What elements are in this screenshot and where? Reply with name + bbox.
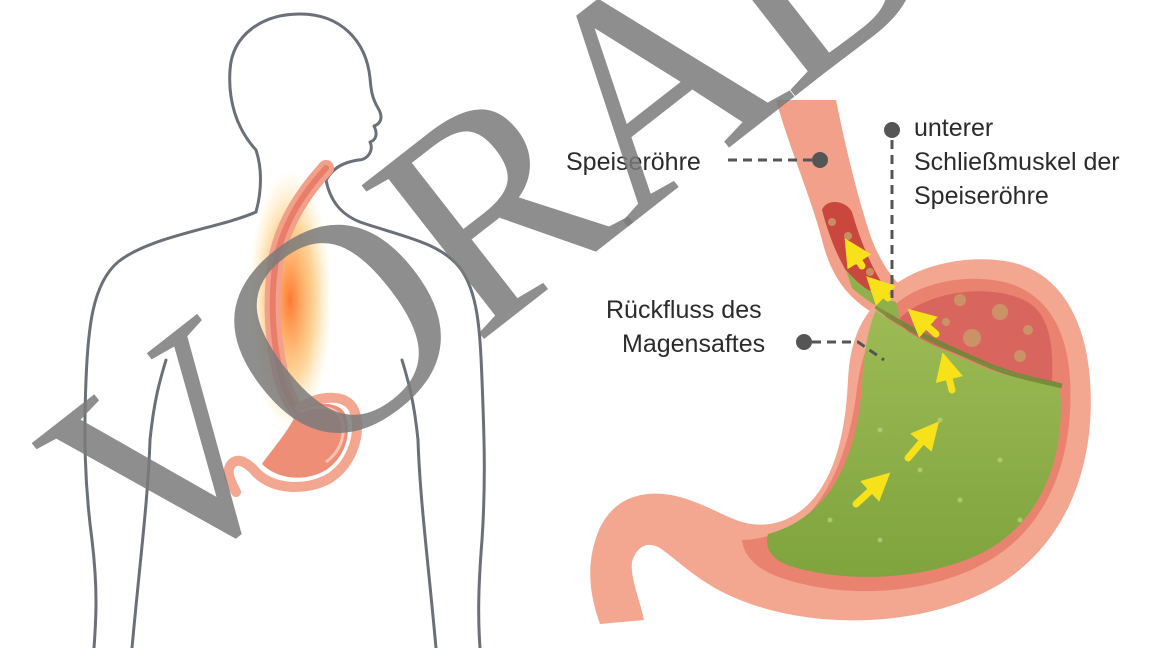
label-sphincter-1: unterer <box>914 114 993 142</box>
leader-dot <box>884 122 900 138</box>
label-reflux-2: Magensaftes <box>622 330 765 358</box>
leader-dot <box>796 334 812 350</box>
label-sphincter-3: Speiseröhre <box>914 182 1049 210</box>
label-sphincter-2: Schließmuskel der <box>914 148 1120 176</box>
